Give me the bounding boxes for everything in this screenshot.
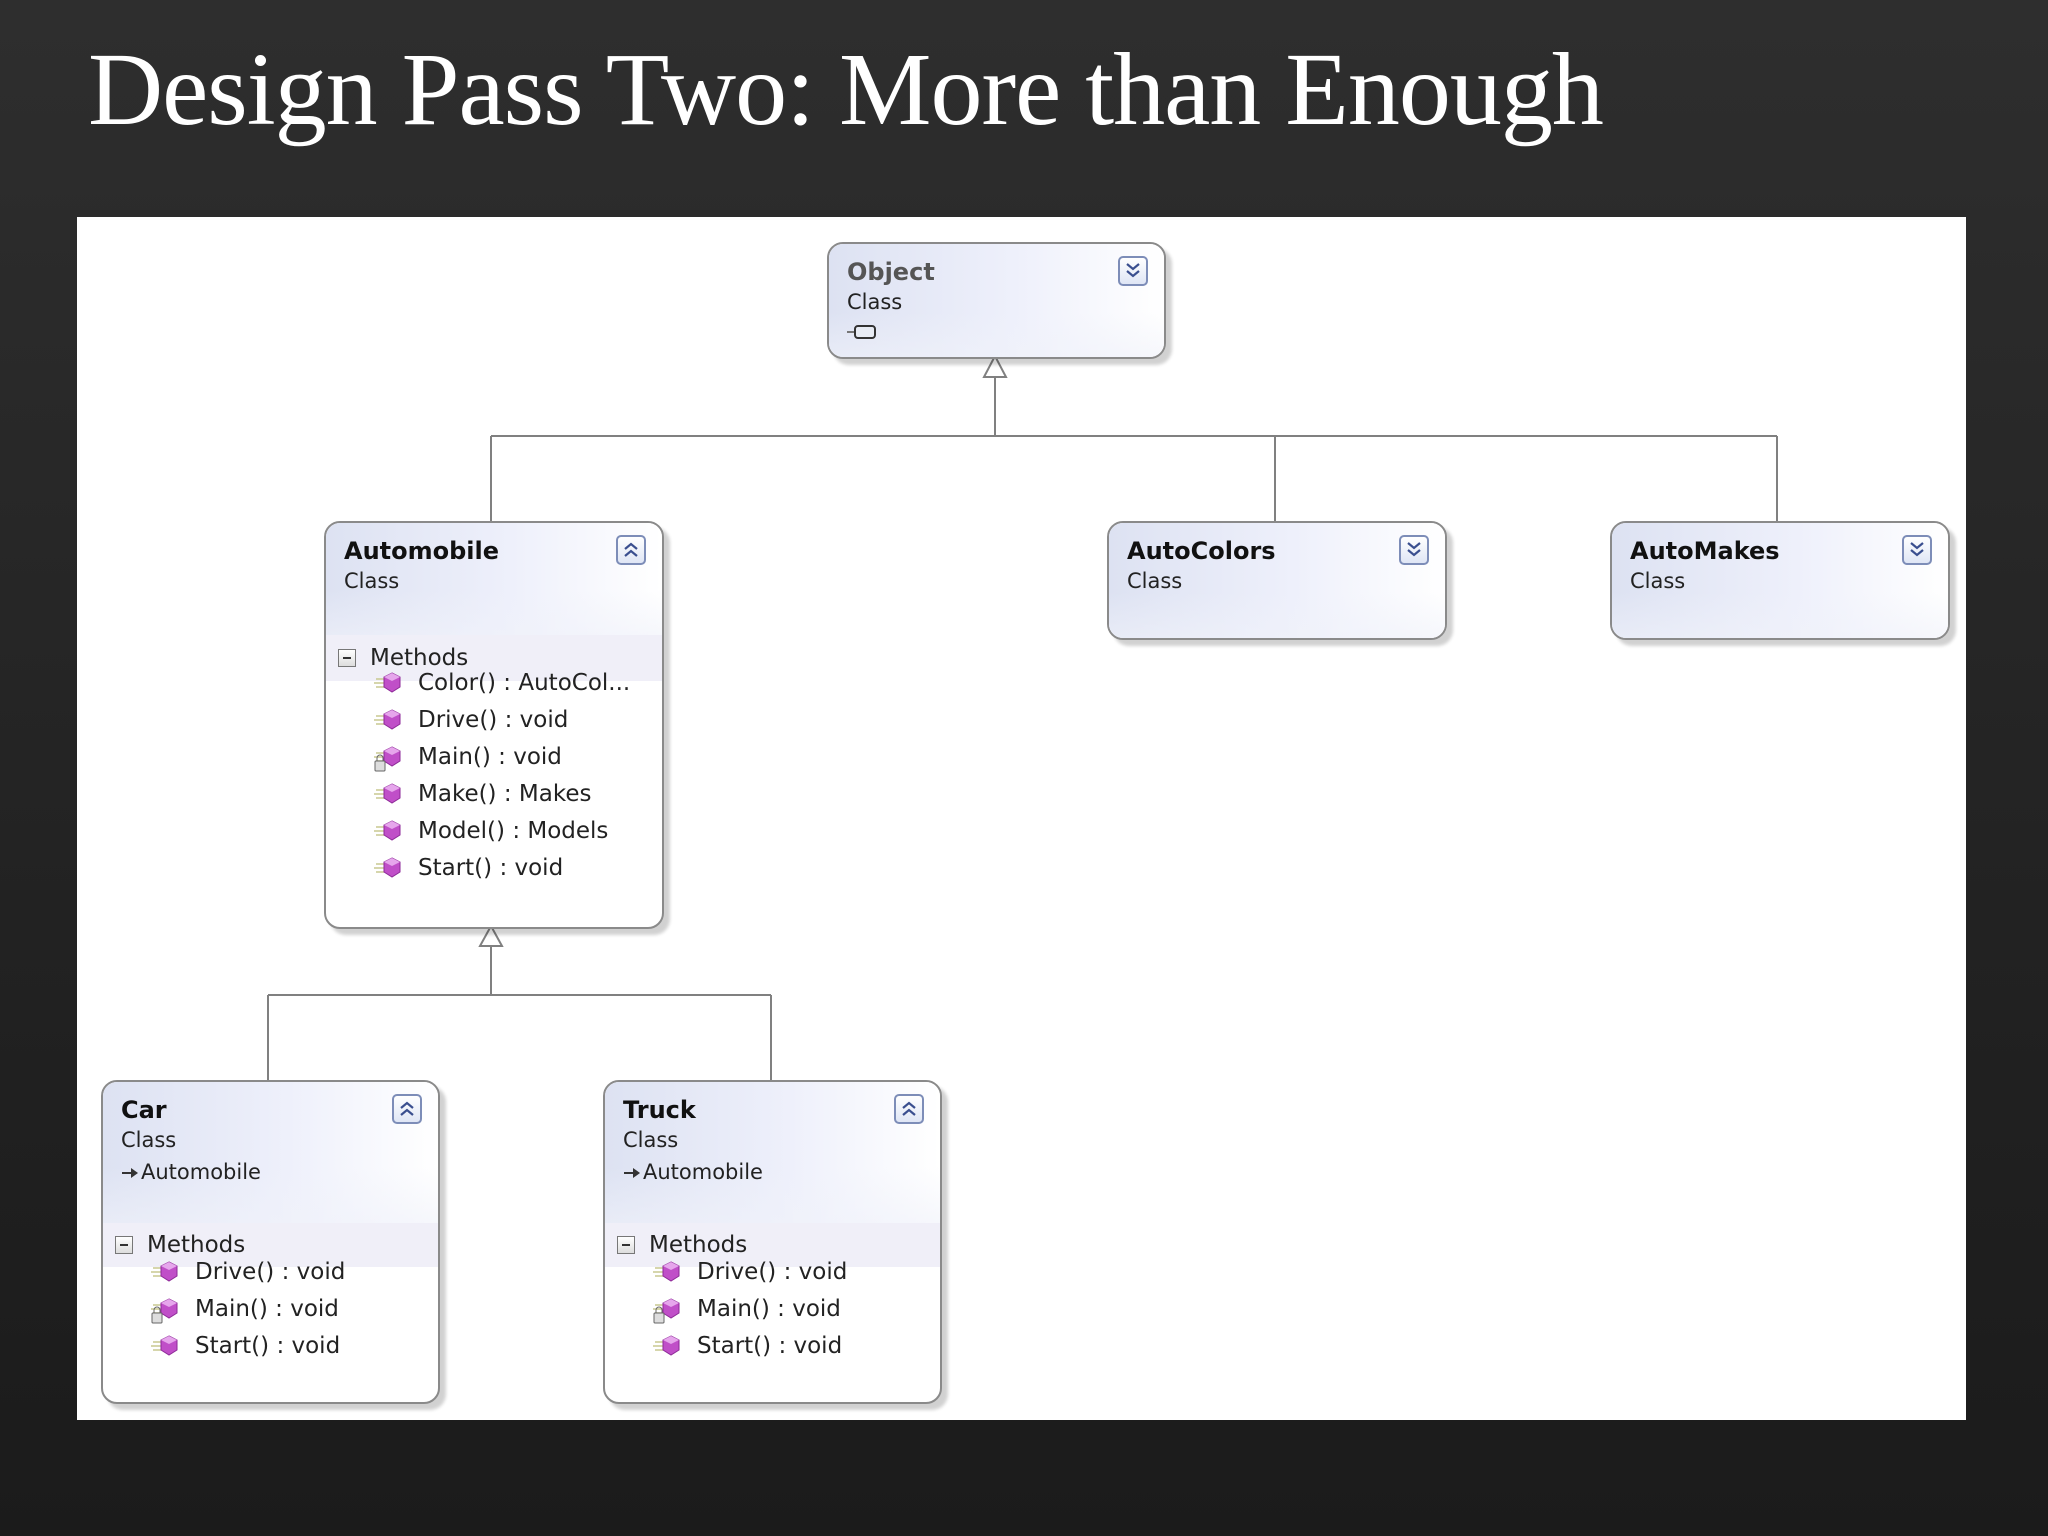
method-signature: Main() : void [697,1296,841,1322]
collapse-section-icon[interactable] [338,649,356,667]
private-method-icon [151,1295,185,1325]
collapse-section-icon[interactable] [115,1236,133,1254]
methods-section-header[interactable]: Methods [103,1223,438,1267]
expand-chevron-icon[interactable] [1399,535,1429,565]
class-name: AutoColors [1127,537,1276,565]
methods-section-label: Methods [370,645,469,671]
class-header [829,244,1164,357]
class-header [605,1082,940,1223]
inherits-arrow-icon [121,1161,139,1185]
method-icon [653,1332,687,1362]
base-class: Automobile [121,1160,261,1185]
method-signature: Start() : void [697,1333,843,1359]
class-name: AutoMakes [1630,537,1780,565]
class-kind: Class [121,1128,177,1152]
private-method-icon [653,1295,687,1325]
inheritance-arrowhead-automobile [478,923,504,947]
method-row[interactable]: Main() : void [326,739,662,776]
class-name: Car [121,1096,167,1124]
methods-section-header[interactable]: Methods [605,1223,940,1267]
methods-section-label: Methods [649,1232,748,1258]
class-kind: Class [1630,569,1686,593]
method-icon [374,706,408,736]
collapse-chevron-icon[interactable] [616,535,646,565]
method-icon [374,854,408,884]
inheritance-arrowhead-object [982,353,1008,378]
interface-lollipop-icon [847,324,877,339]
base-class-name: Automobile [141,1160,261,1184]
class-kind: Class [344,569,400,593]
method-row[interactable]: Main() : void [103,1291,438,1328]
inheritance-line-automobile [267,945,772,1080]
method-signature: Model() : Models [418,818,609,844]
class-kind: Class [623,1128,679,1152]
method-signature: Start() : void [418,855,564,881]
method-row[interactable]: Drive() : void [326,702,662,739]
inheritance-line-object [490,377,1778,521]
base-class-name: Automobile [643,1160,763,1184]
class-name: Object [847,258,935,286]
base-class: Automobile [623,1160,763,1185]
method-row[interactable]: Start() : void [326,850,662,887]
method-signature: Drive() : void [418,707,569,733]
method-row[interactable]: Start() : void [605,1328,940,1365]
inheritance-lines [267,353,1778,1080]
collapse-section-icon[interactable] [617,1236,635,1254]
slide-title: Design Pass Two: More than Enough [88,32,1604,147]
method-signature: Color() : AutoCol... [418,670,631,696]
method-icon [653,1258,687,1288]
method-row[interactable]: Main() : void [605,1291,940,1328]
method-signature: Make() : Makes [418,781,592,807]
class-header [1109,523,1445,638]
method-icon [151,1258,185,1288]
method-signature: Main() : void [418,744,562,770]
class-kind: Class [847,290,903,314]
method-icon [151,1332,185,1362]
methods-section-label: Methods [147,1232,246,1258]
method-signature: Start() : void [195,1333,341,1359]
private-method-icon [374,743,408,773]
expand-chevron-icon[interactable] [1118,256,1148,286]
method-row[interactable]: Drive() : void [605,1254,940,1291]
methods-section-header[interactable]: Methods [326,635,662,681]
inherits-arrow-icon [623,1161,641,1185]
method-icon [374,780,408,810]
method-row[interactable]: Make() : Makes [326,776,662,813]
class-name: Automobile [344,537,500,565]
method-icon [374,817,408,847]
class-name: Truck [623,1096,696,1124]
method-row[interactable]: Color() : AutoCol... [326,665,662,702]
method-signature: Drive() : void [697,1259,848,1285]
expand-chevron-icon[interactable] [1902,535,1932,565]
method-signature: Drive() : void [195,1259,346,1285]
method-row[interactable]: Drive() : void [103,1254,438,1291]
collapse-chevron-icon[interactable] [894,1094,924,1124]
method-signature: Main() : void [195,1296,339,1322]
method-row[interactable]: Start() : void [103,1328,438,1365]
class-header [326,523,662,635]
collapse-chevron-icon[interactable] [392,1094,422,1124]
class-kind: Class [1127,569,1183,593]
class-header [1612,523,1948,638]
method-icon [374,669,408,699]
method-row[interactable]: Model() : Models [326,813,662,850]
class-header [103,1082,438,1223]
